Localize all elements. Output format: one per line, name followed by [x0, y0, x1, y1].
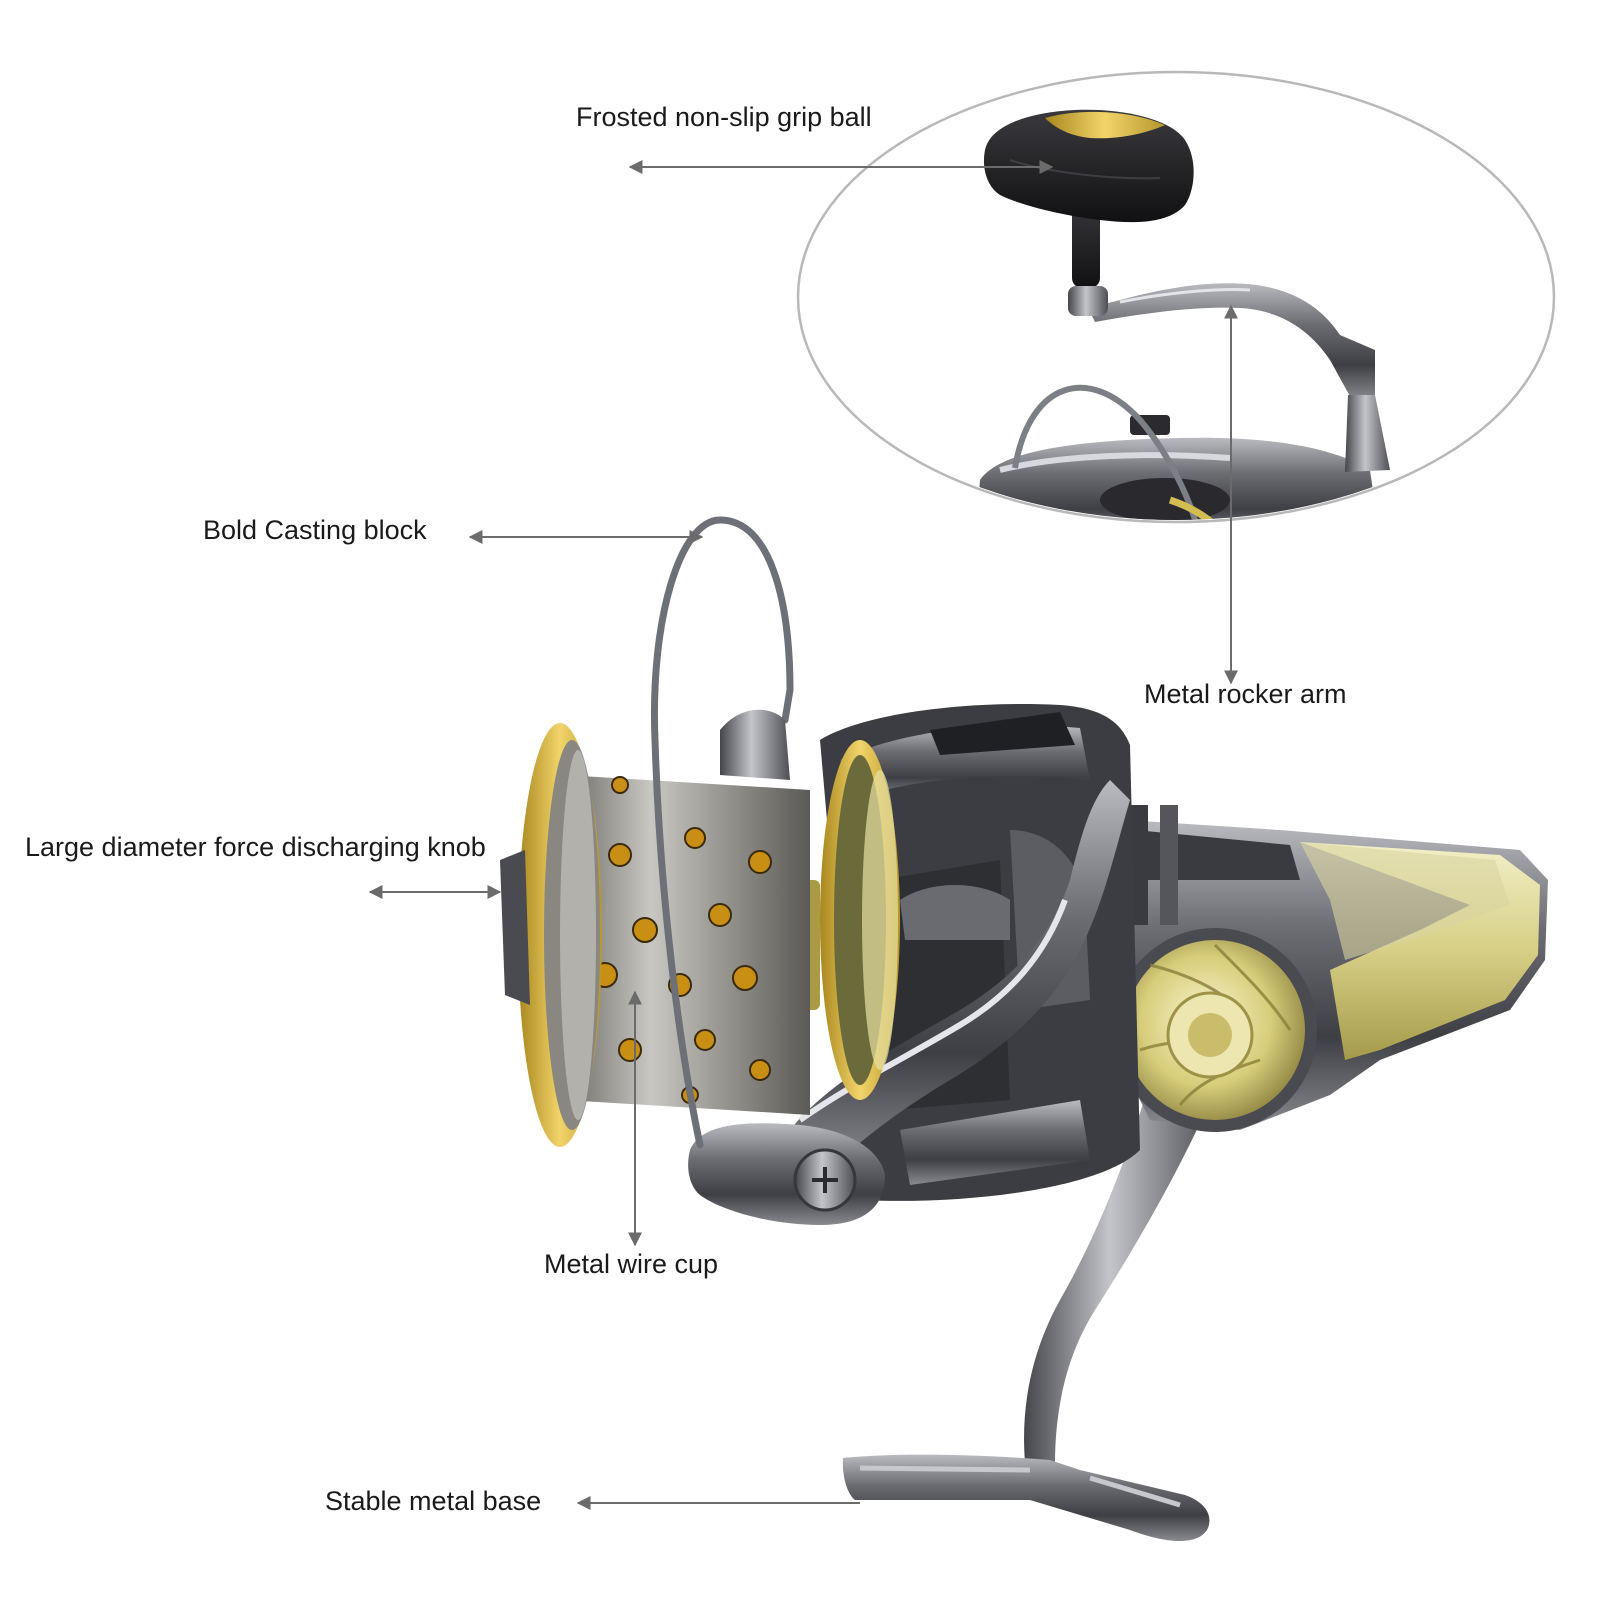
- label-casting-block: Bold Casting block: [203, 515, 427, 545]
- callout-arrows: [368, 160, 1238, 1510]
- label-force-knob: Large diameter force discharging knob: [25, 832, 486, 862]
- label-metal-base: Stable metal base: [325, 1486, 542, 1516]
- label-wire-cup: Metal wire cup: [544, 1249, 719, 1279]
- label-grip-ball: Frosted non-slip grip ball: [576, 102, 872, 132]
- main-reel: [500, 516, 1548, 1542]
- handle-detail-inset: [796, 70, 1556, 524]
- label-rocker-arm: Metal rocker arm: [1144, 679, 1347, 709]
